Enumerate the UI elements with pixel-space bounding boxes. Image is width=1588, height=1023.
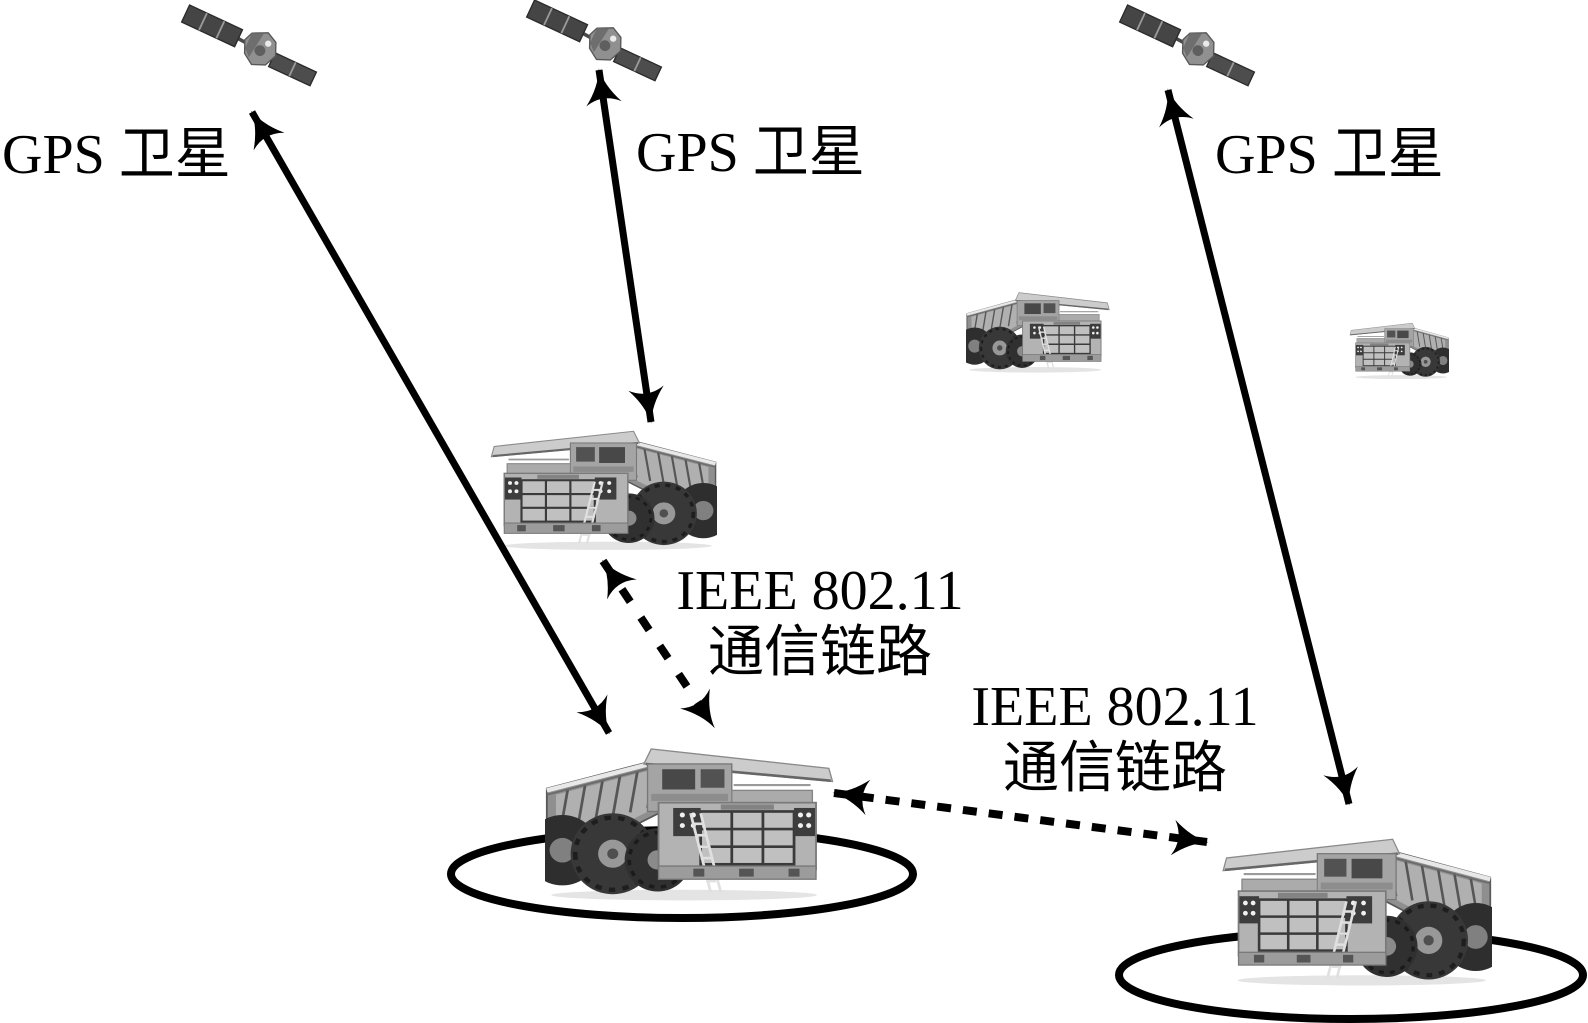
- haul-truck-right-icon: [1223, 839, 1510, 985]
- wifi-link-1-label: IEEE 802.11 通信链路: [655, 560, 985, 684]
- haul-truck-small-2-icon: [1349, 322, 1449, 380]
- gps-signal-arrow-right: [1159, 88, 1358, 806]
- haul-truck-left-icon: [526, 749, 833, 900]
- gps-satellite-2-icon: [521, 0, 670, 88]
- wifi-link-2-label-line1: IEEE 802.11: [971, 676, 1259, 738]
- gps-satellite-1-icon: [176, 0, 325, 93]
- haul-truck-mid-icon: [489, 429, 717, 552]
- gps-signal-arrow-left: [248, 110, 613, 735]
- gps-satellite-3-label: GPS 卫星: [1215, 124, 1444, 186]
- gps-satellite-2-label: GPS 卫星: [636, 122, 865, 184]
- wifi-link-1-label-line1: IEEE 802.11: [676, 560, 964, 622]
- wifi-link-2-label-line2: 通信链路: [1003, 738, 1227, 800]
- wifi-link-1-label-line2: 通信链路: [708, 622, 932, 684]
- gps-satellite-1-label: GPS 卫星: [2, 124, 231, 186]
- gps-signal-arrow-middle: [586, 68, 664, 424]
- wifi-link-2-label: IEEE 802.11 通信链路: [950, 676, 1280, 800]
- haul-truck-small-1-icon: [966, 291, 1111, 374]
- gps-satellite-3-icon: [1114, 0, 1263, 93]
- wifi-link-arrow-2: [832, 779, 1209, 856]
